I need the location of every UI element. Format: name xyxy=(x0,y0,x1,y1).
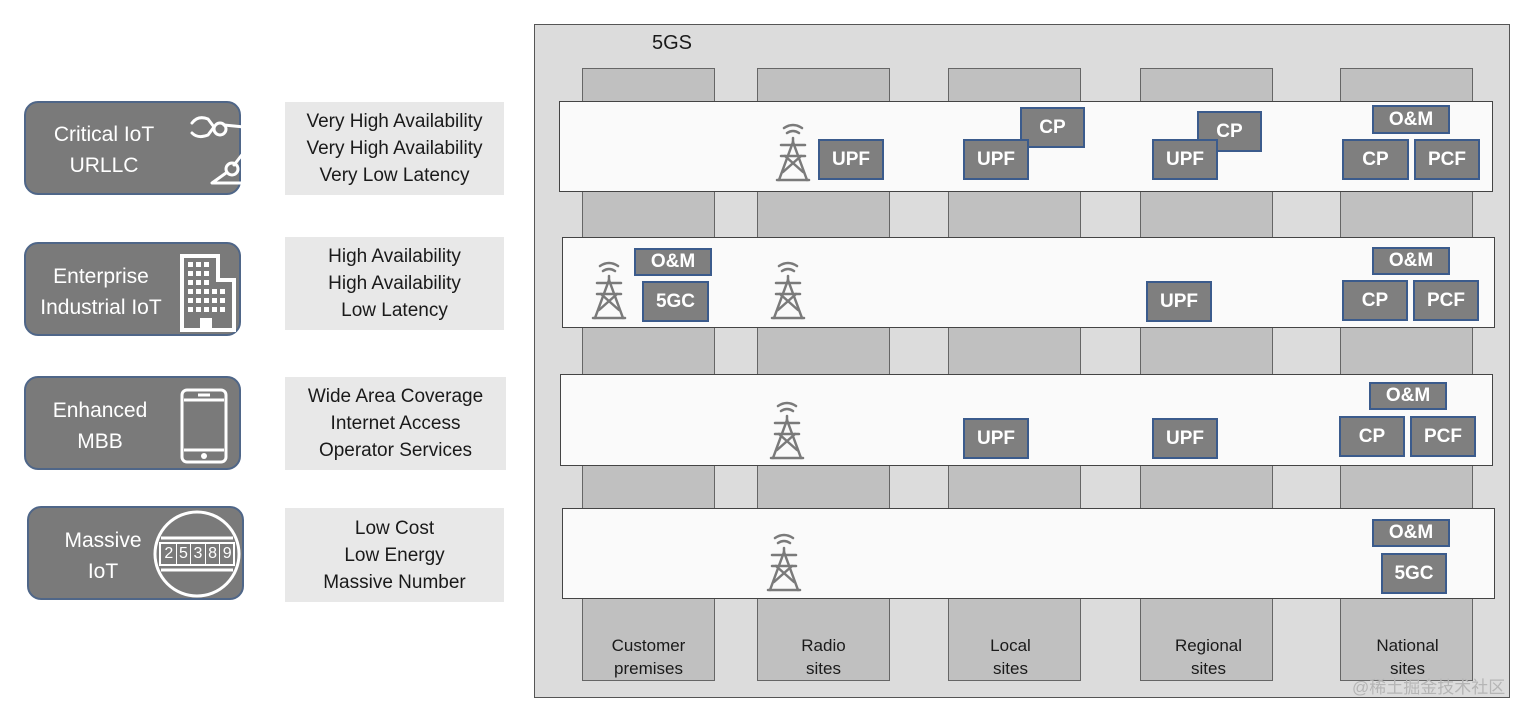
upf-box: UPF xyxy=(1152,418,1218,459)
5gc-box: 5GC xyxy=(1381,553,1447,594)
meter-digit: 5 xyxy=(177,544,192,564)
category-card-massive-iot: Massive IoT 2 5 3 8 9 xyxy=(27,506,244,600)
robot-arm-icon xyxy=(190,116,258,185)
category-label: Enhanced MBB xyxy=(52,399,148,453)
requirement-text: Very Low Latency xyxy=(319,165,470,186)
requirement-text: Operator Services xyxy=(318,440,473,461)
site-label-national: National sites xyxy=(1376,636,1439,678)
cp-box: CP xyxy=(1342,139,1409,180)
upf-box: UPF xyxy=(818,139,884,180)
om-box: O&M xyxy=(1372,247,1450,275)
category-label: Enterprise Industrial IoT xyxy=(40,265,162,319)
watermark: @稀土掘金技术社区 xyxy=(1352,678,1506,697)
requirement-text: Massive Number xyxy=(323,571,466,593)
meter-digit: 3 xyxy=(191,544,206,564)
meter-digit: 8 xyxy=(206,544,221,564)
cp-box: CP xyxy=(1339,416,1405,457)
requirement-text: Low Latency xyxy=(341,300,448,321)
building-icon xyxy=(180,254,236,332)
om-box: O&M xyxy=(1372,105,1450,134)
category-label: Critical IoT URLLC xyxy=(53,123,155,177)
category-card-enhanced-mbb: Enhanced MBB xyxy=(24,376,241,470)
requirement-text: High Availability xyxy=(328,273,461,294)
meter-digit: 2 xyxy=(162,544,177,564)
pcf-box: PCF xyxy=(1413,280,1479,321)
5gs-title: 5GS xyxy=(652,32,693,54)
requirements-enhanced-mbb: Wide Area Coverage Internet Access Opera… xyxy=(285,377,506,470)
meter-icon: 2 5 3 8 9 xyxy=(153,508,241,600)
cp-box: CP xyxy=(1020,107,1085,148)
site-label-regional: Regional sites xyxy=(1174,636,1243,678)
requirements-critical-iot: Very High Availability Very High Availab… xyxy=(285,102,504,195)
radio-tower-icon xyxy=(775,123,811,182)
slice-band-enterprise-iot xyxy=(562,237,1495,328)
requirement-text: Very High Availability xyxy=(306,111,483,132)
pcf-box: PCF xyxy=(1410,416,1476,457)
upf-box: UPF xyxy=(963,139,1029,180)
5gc-box: 5GC xyxy=(642,281,709,322)
requirement-text: Very High Availability xyxy=(306,138,483,159)
category-label: Massive IoT xyxy=(64,529,142,583)
upf-box: UPF xyxy=(1152,139,1218,180)
category-card-critical-iot: Critical IoT URLLC xyxy=(24,101,258,195)
om-box: O&M xyxy=(634,248,712,276)
radio-tower-icon xyxy=(766,533,802,592)
requirement-text: Internet Access xyxy=(330,413,461,434)
pcf-box: PCF xyxy=(1414,139,1480,180)
upf-box: UPF xyxy=(963,418,1029,459)
meter-digit: 9 xyxy=(222,545,232,562)
radio-tower-icon xyxy=(770,261,806,320)
requirements-enterprise-iot: High Availability High Availability Low … xyxy=(285,237,504,330)
radio-tower-icon xyxy=(591,261,627,320)
site-label-customer: Customer premises xyxy=(611,636,686,678)
requirement-text: Wide Area Coverage xyxy=(307,386,484,407)
requirement-text: Low Cost xyxy=(354,517,435,539)
site-label-local: Local sites xyxy=(990,636,1031,678)
requirement-text: Low Energy xyxy=(344,544,445,566)
om-box: O&M xyxy=(1372,519,1450,547)
slice-band-massive-iot xyxy=(562,508,1495,599)
om-box: O&M xyxy=(1369,382,1447,410)
site-label-radio: Radio sites xyxy=(801,636,846,678)
radio-tower-icon xyxy=(769,401,805,460)
category-card-enterprise-iot: Enterprise Industrial IoT xyxy=(24,242,241,336)
requirements-massive-iot: Low Cost Low Energy Massive Number xyxy=(285,508,504,602)
upf-box: UPF xyxy=(1146,281,1212,322)
smartphone-icon xyxy=(180,388,228,464)
cp-box: CP xyxy=(1342,280,1408,321)
requirement-text: High Availability xyxy=(328,246,461,267)
